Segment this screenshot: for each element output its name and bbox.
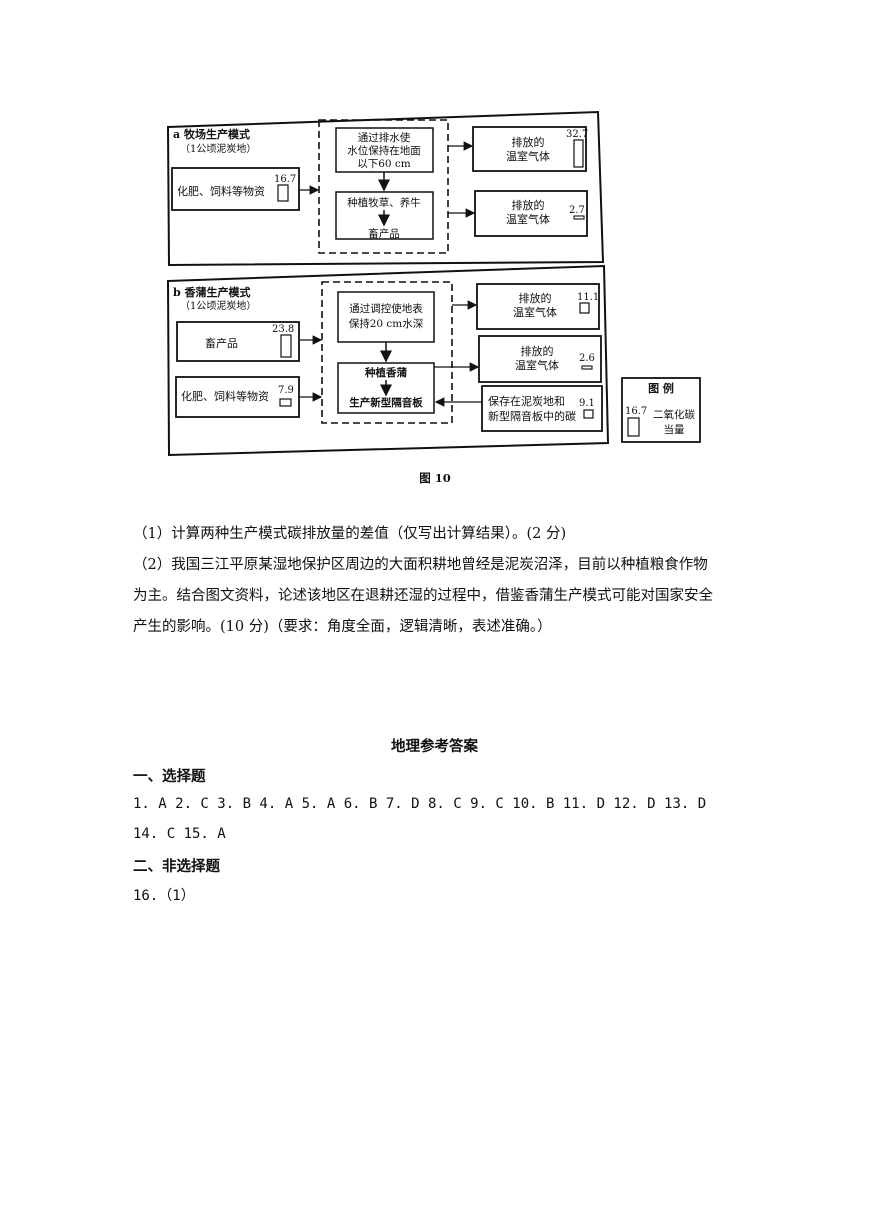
panel-b-output-3 bbox=[481, 385, 603, 432]
panel-b-output-3-value: 9.1 bbox=[579, 398, 595, 409]
panel-a-output-2-label2: 温室气体 bbox=[506, 212, 550, 226]
figure-10: a 牧场生产模式 （1公顷泥炭地） 化肥、饲料等物资 16.7 通过排水使 水位… bbox=[0, 0, 869, 500]
panel-b-output-2-value: 2.6 bbox=[579, 353, 595, 364]
panel-a-output-1 bbox=[472, 126, 587, 172]
section-multiple-choice: 一、选择题 bbox=[133, 768, 206, 785]
figure-diagram: a 牧场生产模式 （1公顷泥炭地） 化肥、饲料等物资 16.7 通过排水使 水位… bbox=[166, 110, 701, 485]
panel-a-title: a 牧场生产模式 bbox=[173, 127, 250, 141]
panel-b-output-2-bar bbox=[581, 365, 593, 370]
legend-title: 图 例 bbox=[648, 381, 674, 395]
panel-b-title: b 香蒲生产模式 bbox=[173, 285, 251, 299]
panel-b-output-3-bar bbox=[583, 409, 594, 419]
panel-b-input-2-value: 7.9 bbox=[278, 385, 294, 396]
panel-a-process-bottom-line2: 畜产品 bbox=[368, 227, 400, 240]
panel-a-output-2-value: 2.7 bbox=[569, 205, 585, 216]
question-2-line-1: （2）我国三江平原某湿地保护区周边的大面积耕地曾经是泥炭沼泽，目前以种植粮食作物 bbox=[133, 557, 708, 573]
question-2-line-3: 产生的影响。(10 分)（要求：角度全面，逻辑清晰，表述准确。） bbox=[133, 619, 552, 635]
panel-a-process-top-line1: 通过排水使 bbox=[358, 131, 411, 144]
panel-a-output-1-label1: 排放的 bbox=[512, 135, 545, 149]
panel-b-input-1-value: 23.8 bbox=[272, 324, 294, 335]
question-2-line-2: 为主。结合图文资料，论述该地区在退耕还湿的过程中，借鉴香蒲生产模式可能对国家安全 bbox=[133, 588, 713, 604]
panel-b: b 香蒲生产模式 （1公顷泥炭地） 畜产品 23.8 化肥、饲料等物资 7.9 … bbox=[166, 264, 610, 457]
answers-row-2: 14. C 15. A bbox=[133, 826, 226, 842]
panel-b-input-1-bar bbox=[280, 334, 292, 358]
panel-a-input-value: 16.7 bbox=[274, 174, 296, 185]
panel-b-output-2-label2: 温室气体 bbox=[515, 358, 559, 372]
panel-b-process-bottom bbox=[337, 362, 435, 414]
panel-b-output-1-label2: 温室气体 bbox=[513, 305, 557, 319]
panel-b-output-3-label2: 新型隔音板中的碳 bbox=[488, 409, 576, 423]
panel-a-process-bottom-line1: 种植牧草、养牛 bbox=[347, 196, 421, 209]
figure-caption: 图 10 bbox=[419, 471, 451, 485]
panel-a-input-label: 化肥、饲料等物资 bbox=[177, 184, 265, 198]
panel-a-output-1-value: 32.7 bbox=[566, 129, 588, 140]
answers-title: 地理参考答案 bbox=[391, 738, 478, 755]
panel-b-input-2-bar bbox=[279, 398, 292, 407]
panel-a-process-region bbox=[318, 119, 449, 254]
panel-a-output-1-bar bbox=[573, 139, 584, 168]
panel-a-output-2-bar bbox=[573, 215, 585, 220]
legend-bar bbox=[627, 417, 640, 437]
panel-a-process-bottom bbox=[335, 191, 434, 240]
panel-b-output-1-bar bbox=[579, 302, 590, 314]
panel-b-input-1-label: 畜产品 bbox=[205, 336, 238, 350]
panel-b-output-1 bbox=[476, 283, 600, 330]
question-1: （1）计算两种生产模式碳排放量的差值（仅写出计算结果）。(2 分) bbox=[133, 526, 567, 542]
answer-16: 16.（1） bbox=[133, 888, 195, 904]
panel-a-output-2-label1: 排放的 bbox=[512, 198, 545, 212]
panel-a-output-1-label2: 温室气体 bbox=[506, 149, 550, 163]
panel-a: a 牧场生产模式 （1公顷泥炭地） 化肥、饲料等物资 16.7 通过排水使 水位… bbox=[166, 110, 605, 267]
panel-b-process-top-line2: 保持20 cm水深 bbox=[349, 317, 424, 330]
panel-b-process-region bbox=[321, 281, 453, 424]
answers-row-1: 1. A 2. C 3. B 4. A 5. A 6. B 7. D 8. C … bbox=[133, 796, 707, 812]
legend-label1: 二氧化碳 bbox=[653, 408, 695, 421]
panel-a-output-2 bbox=[474, 190, 588, 237]
panel-a-input-box bbox=[171, 167, 300, 211]
legend-value: 16.7 bbox=[625, 406, 647, 417]
legend: 图 例 16.7 二氧化碳 当量 bbox=[621, 377, 701, 443]
panel-b-output-1-label1: 排放的 bbox=[519, 291, 552, 305]
panel-b-subtitle: （1公顷泥炭地） bbox=[180, 299, 256, 312]
panel-b-output-3-label1: 保存在泥炭地和 bbox=[488, 394, 565, 408]
panel-b-process-bottom-line2: 生产新型隔音板 bbox=[349, 396, 423, 409]
panel-b-process-top bbox=[337, 291, 435, 343]
panel-b-output-1-value: 11.1 bbox=[577, 292, 599, 303]
panel-b-output-2 bbox=[478, 335, 602, 383]
panel-b-process-bottom-line1: 种植香蒲 bbox=[364, 366, 407, 379]
panel-a-subtitle: （1公顷泥炭地） bbox=[180, 142, 256, 155]
panel-a-process-top-line2: 水位保持在地面 bbox=[347, 144, 421, 157]
panel-b-input-1 bbox=[176, 321, 300, 362]
panel-b-input-2-label: 化肥、饲料等物资 bbox=[181, 389, 269, 403]
panel-b-output-2-label1: 排放的 bbox=[521, 344, 554, 358]
section-non-choice: 二、非选择题 bbox=[133, 858, 220, 875]
panel-a-process-top-line3: 以下60 cm bbox=[357, 158, 411, 170]
panel-b-process-top-line1: 通过调控使地表 bbox=[349, 302, 423, 315]
panel-a-input-bar bbox=[277, 184, 289, 202]
legend-label2: 当量 bbox=[664, 423, 685, 436]
